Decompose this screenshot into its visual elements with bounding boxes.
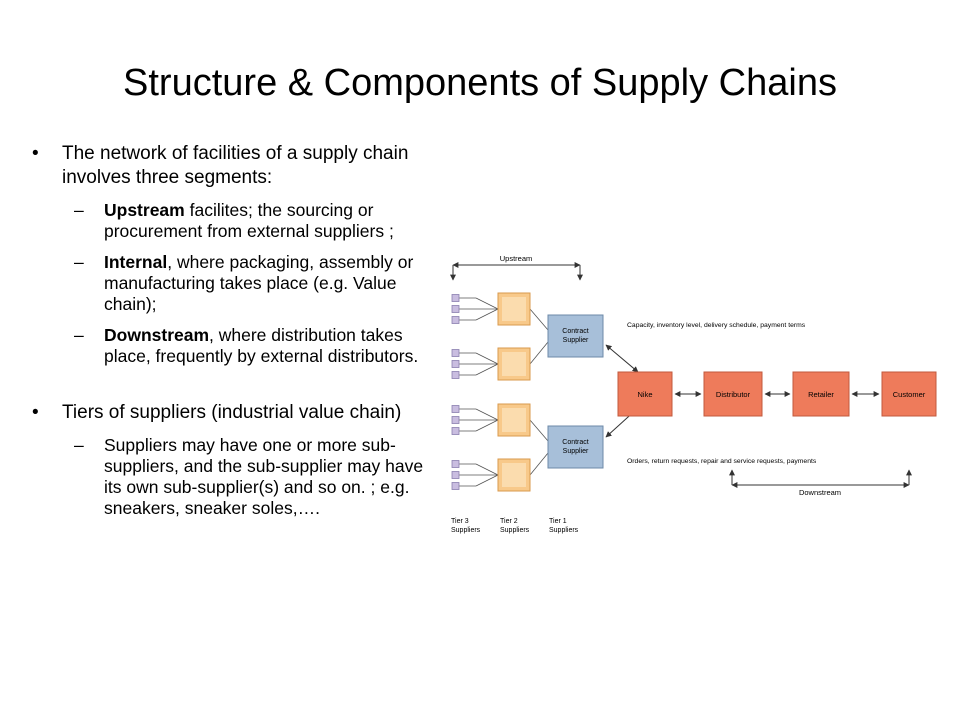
svg-text:Suppliers: Suppliers (451, 527, 481, 534)
tier2-supplier-box-inner (502, 408, 526, 432)
contract-supplier-1: Contract Supplier (547, 314, 604, 358)
connector-line (475, 308, 499, 321)
tier3-supplier-box (451, 349, 460, 357)
svg-text:Distributor: Distributor (716, 390, 751, 399)
downstream-label: Downstream (799, 488, 841, 497)
sub-bullet-text: Suppliers may have one or more sub-suppl… (104, 435, 424, 518)
diagram-connectors (459, 297, 549, 487)
order-flow-label: Orders, return requests, repair and serv… (627, 458, 817, 465)
svg-text:Supplier: Supplier (563, 448, 589, 455)
downstream-desc: , where distribution takes place, freque… (104, 325, 419, 366)
tier3-supplier-box (451, 482, 460, 490)
downstream-bracket: Downstream (729, 469, 912, 497)
svg-text:Suppliers: Suppliers (549, 527, 579, 534)
node-nike: Nike (617, 371, 673, 417)
upstream-bracket: Upstream (450, 254, 583, 281)
internal-desc: , where packaging, assembly or manufactu… (104, 252, 414, 314)
connector-line (475, 352, 499, 365)
svg-text:Nike: Nike (637, 390, 652, 399)
node-customer: Customer (881, 371, 937, 417)
svg-text:Suppliers: Suppliers (500, 527, 530, 534)
sub-bullet-downstream: – Downstream, where distribution takes p… (74, 325, 419, 366)
supply-chain-diagram: Upstream Contract Supplier Contract Supp… (450, 254, 937, 534)
tier2-supplier-box-inner (502, 463, 526, 487)
bullet-list: • The network of facilities of a supply … (32, 142, 432, 529)
tier3-supplier-box (451, 416, 460, 424)
svg-text:Contract: Contract (562, 328, 589, 335)
tier3-supplier-box (451, 305, 460, 313)
node-retailer: Retailer (792, 371, 850, 417)
slide-title: Structure & Components of Supply Chains (123, 62, 837, 104)
svg-text:Retailer: Retailer (808, 390, 834, 399)
svg-text:Tier 2: Tier 2 (500, 518, 518, 525)
internal-term: Internal (104, 252, 168, 272)
bullet-segments: • The network of facilities of a supply … (32, 143, 409, 188)
tier3-supplier-box (451, 371, 460, 379)
tier2-supplier-box-inner (502, 297, 526, 321)
tier3-supplier-box (451, 460, 460, 468)
svg-text:Customer: Customer (893, 390, 926, 399)
node-distributor: Distributor (703, 371, 763, 417)
sub-bullet-internal: – Internal, where packaging, assembly or… (74, 252, 414, 314)
connector-line (475, 474, 499, 487)
upstream-term: Upstream (104, 200, 185, 220)
tier3-supplier-box (451, 405, 460, 413)
upstream-desc: facilites; the sourcing or procurement f… (104, 200, 394, 241)
tier3-supplier-box (451, 316, 460, 324)
tier3-supplier-group (451, 294, 460, 490)
bullet-text: The network of facilities of a supply ch… (62, 143, 409, 188)
connector-line (475, 408, 499, 421)
tier3-supplier-box (451, 294, 460, 302)
tier-labels: Tier 3 Suppliers Tier 2 Suppliers Tier 1… (451, 518, 579, 534)
bullet-text: Tiers of suppliers (industrial value cha… (62, 402, 402, 423)
tier2-supplier-group (497, 292, 531, 492)
contract-supplier-2: Contract Supplier (547, 425, 604, 469)
connector-line (529, 308, 549, 331)
sub-bullet-upstream: – Upstream facilites; the sourcing or pr… (74, 200, 394, 241)
connector-line (475, 363, 499, 376)
svg-text:Tier 1: Tier 1 (549, 518, 567, 525)
tier2-supplier-box-inner (502, 352, 526, 376)
tier3-supplier-box (451, 427, 460, 435)
sub-bullet-subsuppliers: – Suppliers may have one or more sub-sup… (74, 435, 424, 518)
connector-line (475, 463, 499, 476)
main-chain: Nike Distributor Retailer Customer (617, 371, 937, 417)
connector-line (529, 341, 549, 365)
svg-text:Contract: Contract (562, 439, 589, 446)
connector-line (475, 419, 499, 432)
connector-line (475, 297, 499, 310)
upstream-label: Upstream (500, 254, 533, 263)
downstream-term: Downstream (104, 325, 210, 345)
info-flow-label: Capacity, inventory level, delivery sche… (627, 322, 806, 329)
tier3-supplier-box (451, 360, 460, 368)
tier3-supplier-box (451, 471, 460, 479)
bullet-tiers: • Tiers of suppliers (industrial value c… (32, 402, 402, 423)
svg-text:Tier 3: Tier 3 (451, 518, 469, 525)
connector-line (529, 419, 549, 442)
connector-line (529, 452, 549, 476)
svg-text:Supplier: Supplier (563, 337, 589, 344)
